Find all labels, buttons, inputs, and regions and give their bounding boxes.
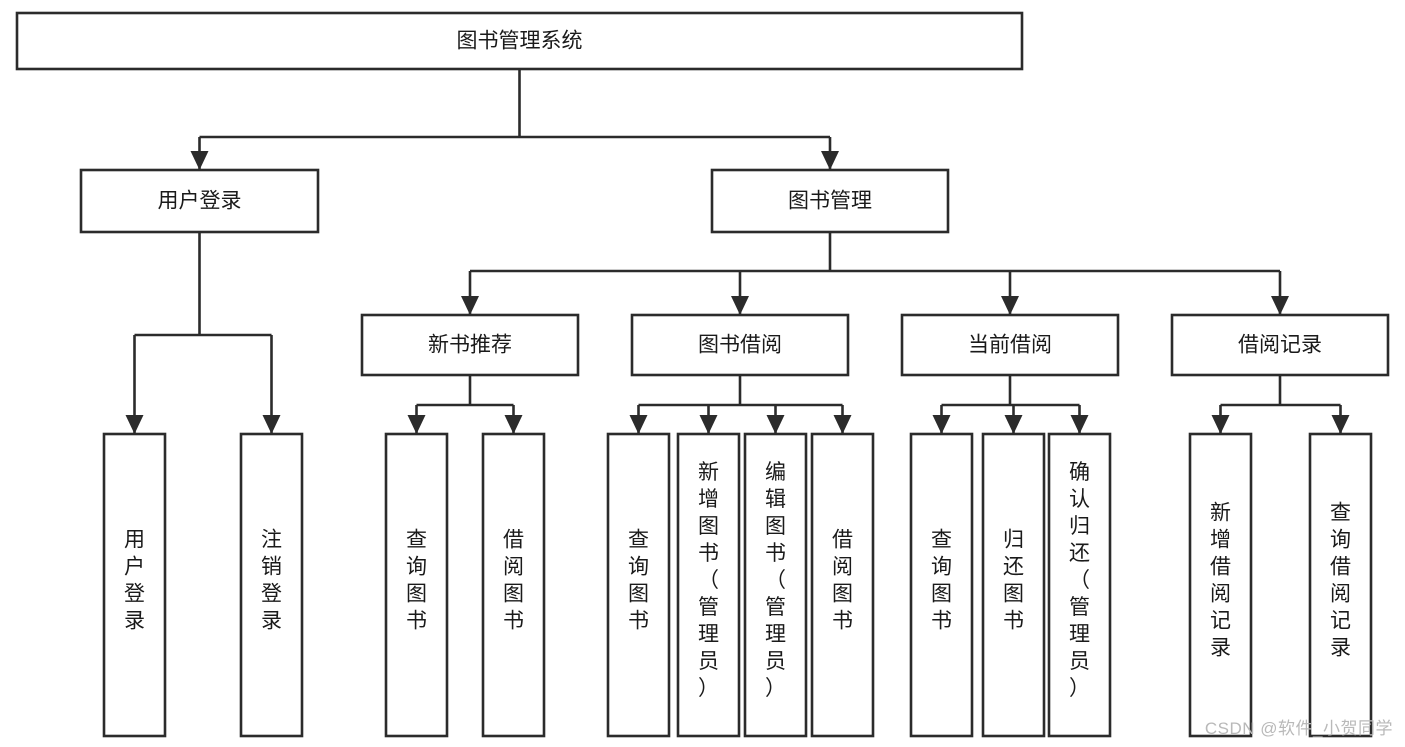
node-current-borrow[interactable]: 当前借阅 bbox=[900, 313, 1120, 377]
edge-user-login-arrow-0 bbox=[125, 415, 144, 434]
node-leaf-borrow-book-rec-label: 借阅图书 bbox=[503, 529, 524, 633]
node-user-login[interactable]: 用户登录 bbox=[79, 168, 320, 234]
node-leaf-query-book-rec[interactable]: 查询图书 bbox=[384, 432, 449, 738]
node-book-manage-box[interactable] bbox=[710, 168, 950, 234]
edge-book-manage-arrow-3 bbox=[1271, 296, 1289, 315]
node-leaf-return-book[interactable]: 归还图书 bbox=[981, 432, 1046, 738]
node-root-图书管理系统[interactable]: 图书管理系统 bbox=[15, 11, 1024, 71]
edge-root-arrow-0 bbox=[190, 151, 209, 170]
node-book-borrow-label: 图书借阅 bbox=[698, 334, 782, 357]
node-leaf-return-book-label: 归还图书 bbox=[1003, 529, 1024, 633]
node-user-login-box[interactable] bbox=[79, 168, 320, 234]
watermark-label: CSDN @软件_小贺同学 bbox=[1204, 719, 1393, 738]
node-leaf-add-record-box[interactable] bbox=[1188, 432, 1253, 738]
node-new-book-rec-box[interactable] bbox=[360, 313, 580, 377]
node-leaf-borrow-book-rec-box[interactable] bbox=[481, 432, 546, 738]
node-leaf-borrow-book-rec[interactable]: 借阅图书 bbox=[481, 432, 546, 738]
node-borrow-record-box[interactable] bbox=[1170, 313, 1390, 377]
node-book-manage[interactable]: 图书管理 bbox=[710, 168, 950, 234]
edge-book-manage-arrow-0 bbox=[461, 296, 479, 315]
node-current-borrow-box[interactable] bbox=[900, 313, 1120, 377]
edge-book-borrow-arrow-1 bbox=[699, 415, 718, 434]
node-leaf-user-logout-box[interactable] bbox=[239, 432, 304, 738]
node-root-图书管理系统-label: 图书管理系统 bbox=[457, 30, 583, 53]
node-leaf-confirm-return-label: 确认归还（管理员） bbox=[1069, 461, 1090, 700]
node-leaf-query-book-borrow-label: 查询图书 bbox=[628, 529, 649, 633]
node-book-borrow[interactable]: 图书借阅 bbox=[630, 313, 850, 377]
node-leaf-query-book-rec-label: 查询图书 bbox=[406, 529, 427, 633]
node-book-manage-label: 图书管理 bbox=[788, 190, 872, 213]
node-book-borrow-box[interactable] bbox=[630, 313, 850, 377]
node-leaf-edit-book[interactable]: 编辑图书（管理员） bbox=[743, 432, 808, 738]
edge-book-borrow-arrow-0 bbox=[629, 415, 648, 434]
node-leaf-borrow-book-box[interactable] bbox=[810, 432, 875, 738]
node-borrow-record-label: 借阅记录 bbox=[1238, 334, 1322, 357]
node-leaf-edit-book-box[interactable] bbox=[743, 432, 808, 738]
edge-book-borrow-arrow-3 bbox=[833, 415, 852, 434]
edge-root-arrow-1 bbox=[821, 151, 839, 170]
node-leaf-borrow-book-label: 借阅图书 bbox=[832, 529, 853, 633]
node-leaf-add-record[interactable]: 新增借阅记录 bbox=[1188, 432, 1253, 738]
edge-book-manage-arrow-2 bbox=[1001, 296, 1019, 315]
node-leaf-user-logout[interactable]: 注销登录 bbox=[239, 432, 304, 738]
node-leaf-user-login[interactable]: 用户登录 bbox=[102, 432, 167, 738]
edge-borrow-record-arrow-1 bbox=[1331, 415, 1350, 434]
node-leaf-query-record-box[interactable] bbox=[1308, 432, 1373, 738]
node-leaf-return-book-box[interactable] bbox=[981, 432, 1046, 738]
node-new-book-rec-label: 新书推荐 bbox=[428, 334, 512, 357]
node-leaf-edit-book-label: 编辑图书（管理员） bbox=[765, 461, 786, 700]
node-root-图书管理系统-box[interactable] bbox=[15, 11, 1024, 71]
node-leaf-add-record-label: 新增借阅记录 bbox=[1210, 502, 1231, 660]
edge-user-login-arrow-1 bbox=[262, 415, 281, 434]
edges-layer bbox=[125, 69, 1350, 434]
edge-current-borrow-arrow-0 bbox=[932, 415, 951, 434]
node-leaf-query-book-cur-label: 查询图书 bbox=[931, 529, 952, 633]
edge-book-borrow-arrow-2 bbox=[766, 415, 785, 434]
node-leaf-confirm-return[interactable]: 确认归还（管理员） bbox=[1047, 432, 1112, 738]
node-leaf-borrow-book[interactable]: 借阅图书 bbox=[810, 432, 875, 738]
node-leaf-query-book-rec-box[interactable] bbox=[384, 432, 449, 738]
node-leaf-user-logout-label: 注销登录 bbox=[261, 529, 282, 633]
edge-current-borrow-arrow-1 bbox=[1004, 415, 1023, 434]
node-current-borrow-label: 当前借阅 bbox=[968, 334, 1052, 357]
node-user-login-label: 用户登录 bbox=[158, 190, 242, 213]
node-leaf-user-login-box[interactable] bbox=[102, 432, 167, 738]
node-new-book-rec[interactable]: 新书推荐 bbox=[360, 313, 580, 377]
node-leaf-add-book-box[interactable] bbox=[676, 432, 741, 738]
node-leaf-add-book[interactable]: 新增图书（管理员） bbox=[676, 432, 741, 738]
node-leaf-query-book-cur-box[interactable] bbox=[909, 432, 974, 738]
edge-new-book-rec-arrow-1 bbox=[504, 415, 523, 434]
node-leaf-query-book-borrow-box[interactable] bbox=[606, 432, 671, 738]
edge-borrow-record-arrow-0 bbox=[1211, 415, 1230, 434]
node-leaf-query-book-borrow[interactable]: 查询图书 bbox=[606, 432, 671, 738]
edge-book-manage-arrow-1 bbox=[731, 296, 749, 315]
nodes-layer: 图书管理系统用户登录图书管理新书推荐图书借阅当前借阅借阅记录用户登录注销登录查询… bbox=[15, 11, 1390, 738]
node-leaf-add-book-label: 新增图书（管理员） bbox=[698, 461, 719, 700]
node-leaf-query-book-cur[interactable]: 查询图书 bbox=[909, 432, 974, 738]
node-leaf-query-record-label: 查询借阅记录 bbox=[1330, 502, 1351, 660]
node-leaf-user-login-label: 用户登录 bbox=[124, 529, 145, 633]
edge-new-book-rec-arrow-0 bbox=[407, 415, 426, 434]
node-leaf-confirm-return-box[interactable] bbox=[1047, 432, 1112, 738]
edge-current-borrow-arrow-2 bbox=[1070, 415, 1089, 434]
node-leaf-query-record[interactable]: 查询借阅记录 bbox=[1308, 432, 1373, 738]
node-borrow-record[interactable]: 借阅记录 bbox=[1170, 313, 1390, 377]
